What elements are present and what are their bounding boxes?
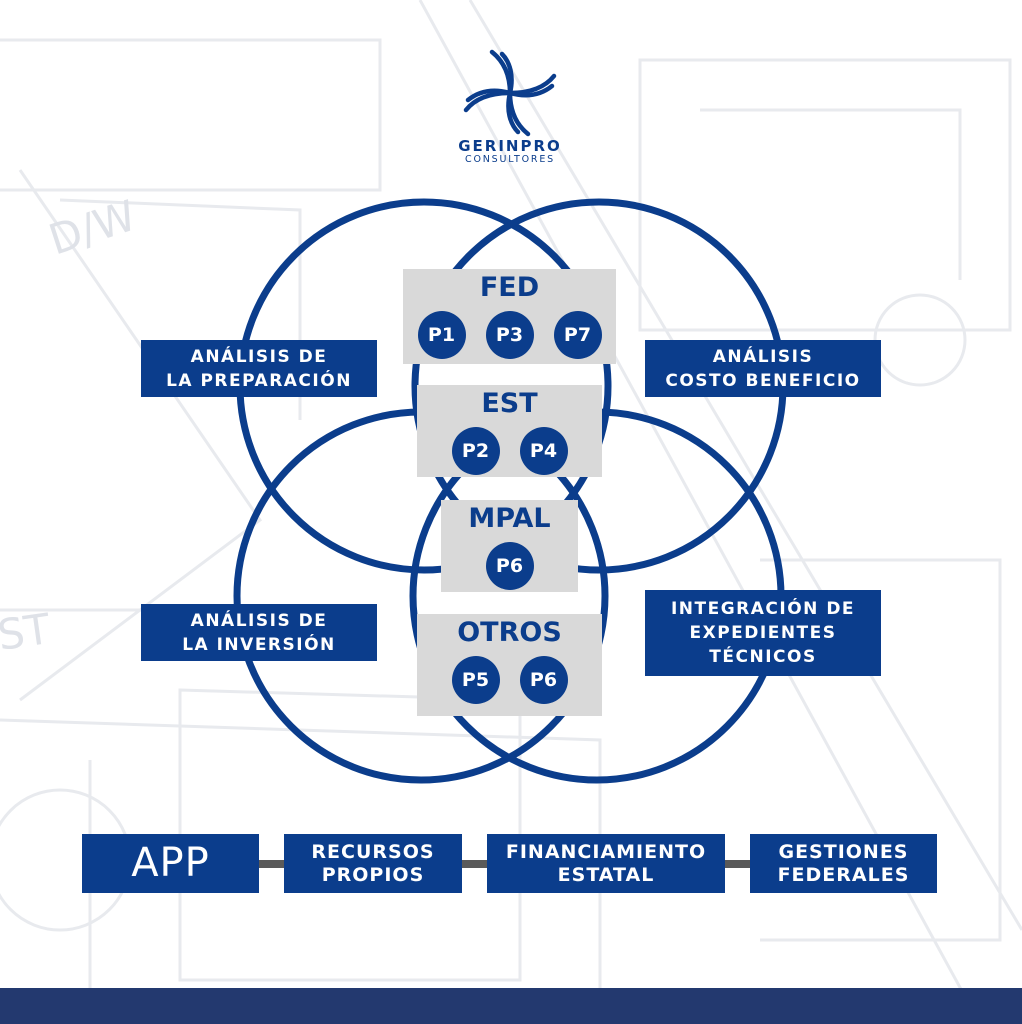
label-analisis-preparacion: ANÁLISIS DE LA PREPARACIÓN bbox=[141, 340, 377, 397]
label-line: INTEGRACIÓN DE bbox=[670, 599, 856, 619]
group-otros: OTROS P5 P6 bbox=[417, 614, 602, 716]
label-line: ANÁLISIS DE bbox=[190, 610, 328, 631]
label-line: LA INVERSIÓN bbox=[182, 634, 336, 655]
badge-row: P6 bbox=[485, 542, 534, 590]
label-line: COSTO BENEFICIO bbox=[665, 370, 861, 391]
flow-box-line: PROPIOS bbox=[321, 863, 425, 886]
footer-bar bbox=[0, 988, 1022, 1024]
flow-box-line: APP bbox=[131, 840, 210, 886]
label-line: ANÁLISIS DE bbox=[190, 346, 328, 367]
group-fed: FED P1 P3 P7 bbox=[403, 269, 616, 364]
label-line: ANÁLISIS bbox=[712, 346, 814, 367]
program-badge: P3 bbox=[485, 311, 534, 359]
flow-box-line: ESTATAL bbox=[557, 863, 655, 886]
group-mpal: MPAL P6 bbox=[441, 500, 578, 592]
program-badge: P6 bbox=[519, 656, 568, 704]
brand-name: GERINPRO bbox=[458, 137, 562, 155]
flow-box-line: FEDERALES bbox=[777, 863, 910, 886]
flow-box-line: RECURSOS bbox=[311, 840, 435, 863]
program-badge: P6 bbox=[485, 542, 534, 590]
label-line: TÉCNICOS bbox=[709, 647, 817, 667]
swirl-logo-icon bbox=[463, 49, 557, 137]
group-title: EST bbox=[481, 388, 538, 419]
badge-row: P2 P4 bbox=[451, 427, 568, 475]
svg-text:ST: ST bbox=[0, 604, 54, 660]
group-est: EST P2 P4 bbox=[417, 385, 602, 477]
badge-row: P1 P3 P7 bbox=[417, 311, 602, 359]
flow-box-app: APP bbox=[82, 834, 259, 893]
program-badge: P2 bbox=[451, 427, 500, 475]
label-analisis-costo-beneficio: ANÁLISIS COSTO BENEFICIO bbox=[645, 340, 881, 397]
label-line: EXPEDIENTES bbox=[689, 623, 837, 643]
program-badge: P4 bbox=[519, 427, 568, 475]
group-title: OTROS bbox=[457, 617, 562, 648]
label-analisis-inversion: ANÁLISIS DE LA INVERSIÓN bbox=[141, 604, 377, 661]
program-badge: P5 bbox=[451, 656, 500, 704]
group-title: FED bbox=[479, 272, 540, 303]
flow-box-line: FINANCIAMIENTO bbox=[505, 840, 707, 863]
program-badge: P1 bbox=[417, 311, 466, 359]
program-badge: P7 bbox=[553, 311, 602, 359]
brand-tagline: CONSULTORES bbox=[465, 154, 555, 165]
label-line: LA PREPARACIÓN bbox=[166, 370, 352, 391]
label-integracion-expedientes: INTEGRACIÓN DE EXPEDIENTES TÉCNICOS bbox=[645, 590, 881, 676]
group-title: MPAL bbox=[468, 503, 551, 534]
flow-box-line: GESTIONES bbox=[778, 840, 909, 863]
badge-row: P5 P6 bbox=[451, 656, 568, 704]
company-logo: GERINPRO CONSULTORES bbox=[440, 48, 580, 178]
